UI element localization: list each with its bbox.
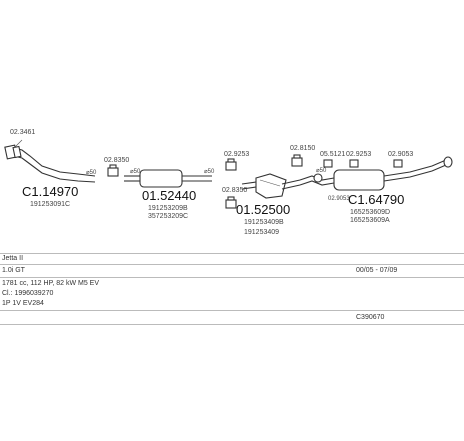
part-number-front-pipe: C1.14970 [22, 184, 78, 199]
spec-row-model: Jetta II [0, 253, 464, 264]
rear-silencer [299, 156, 453, 191]
clamp-icon-8 [393, 159, 403, 168]
spec-engine-date: 00/05 - 07/09 [356, 267, 398, 274]
spec-row-type: 1P 1V EV284 [0, 298, 464, 309]
part-oem-front-pipe: 191253091C [30, 201, 70, 208]
part-oem2-intermediate-pipe: 191253409 [244, 229, 279, 236]
part-number-rear-silencer: C1.64790 [348, 192, 404, 207]
spec-row-code: Cl.: 1996039270 [0, 288, 464, 299]
spec-row-ref: C390670 [0, 312, 464, 323]
intermediate-pipe [241, 173, 301, 199]
spec-type: 1P 1V EV284 [2, 300, 44, 307]
exhaust-system-diagram: 02.3461 C1.14970 191253091C ⌀50 02.8350 … [4, 129, 453, 236]
front-pipe [4, 139, 96, 183]
part-number-intermediate-pipe: 01.52500 [236, 202, 290, 217]
clamp-icon-2 [107, 164, 119, 177]
part-oem-centre-silencer: 191253209B [148, 205, 188, 212]
clamp-icon-4 [291, 154, 303, 167]
part-number-centre-silencer: 01.52440 [142, 188, 196, 203]
clamp-label-3: 02.9253 [224, 151, 249, 158]
spec-model: Jetta II [2, 255, 24, 262]
spec-engine: 1.0i GT [2, 267, 25, 274]
spec-rule [0, 310, 464, 311]
clamp-icon-6 [323, 159, 333, 168]
spec-power: 1781 cc, 112 HP, 82 kW M5 EV [2, 280, 100, 287]
spec-rule [0, 324, 464, 325]
clamp-icon-7 [349, 159, 359, 168]
spec-code: Cl.: 1996039270 [2, 290, 54, 297]
clamp-label-7: 02.9253 [346, 151, 371, 158]
spec-row-engine: 1.0i GT 00/05 - 07/09 [0, 265, 464, 276]
spec-row-power: 1781 cc, 112 HP, 82 kW M5 EV [0, 278, 464, 289]
clamp-label-1: 02.3461 [10, 129, 35, 136]
clamp-label-4: 02.8150 [290, 145, 315, 152]
part-oem2-rear-silencer: 165253609A [350, 217, 390, 224]
clamp-icon-3 [225, 158, 237, 171]
clamp-label-6: 05.5121 [320, 151, 345, 158]
spec-rule [0, 253, 464, 254]
spec-ref: C390670 [356, 314, 385, 321]
clamp-icon-5 [225, 196, 237, 209]
part-oem2-centre-silencer: 357253209C [148, 213, 188, 220]
spec-rule [0, 264, 464, 265]
dim-label-2: ⌀50 [130, 169, 141, 175]
dim-label-1: ⌀50 [86, 170, 97, 176]
dim-label-4: ⌀50 [316, 168, 327, 174]
clamp-label-8: 02.9053 [388, 151, 413, 158]
centre-silencer [124, 169, 212, 188]
clamp-label-2: 02.8350 [104, 157, 129, 164]
vehicle-spec-table: Jetta II 1.0i GT 00/05 - 07/09 1781 cc, … [0, 250, 464, 326]
dim-label-3: ⌀50 [204, 169, 215, 175]
clamp-label-9: 02.9053 [328, 196, 350, 202]
spec-rule [0, 277, 464, 278]
part-oem-rear-silencer: 165253609D [350, 209, 390, 216]
part-oem-intermediate-pipe: 191253409B [244, 219, 284, 226]
clamp-label-5: 02.8350 [222, 187, 247, 194]
